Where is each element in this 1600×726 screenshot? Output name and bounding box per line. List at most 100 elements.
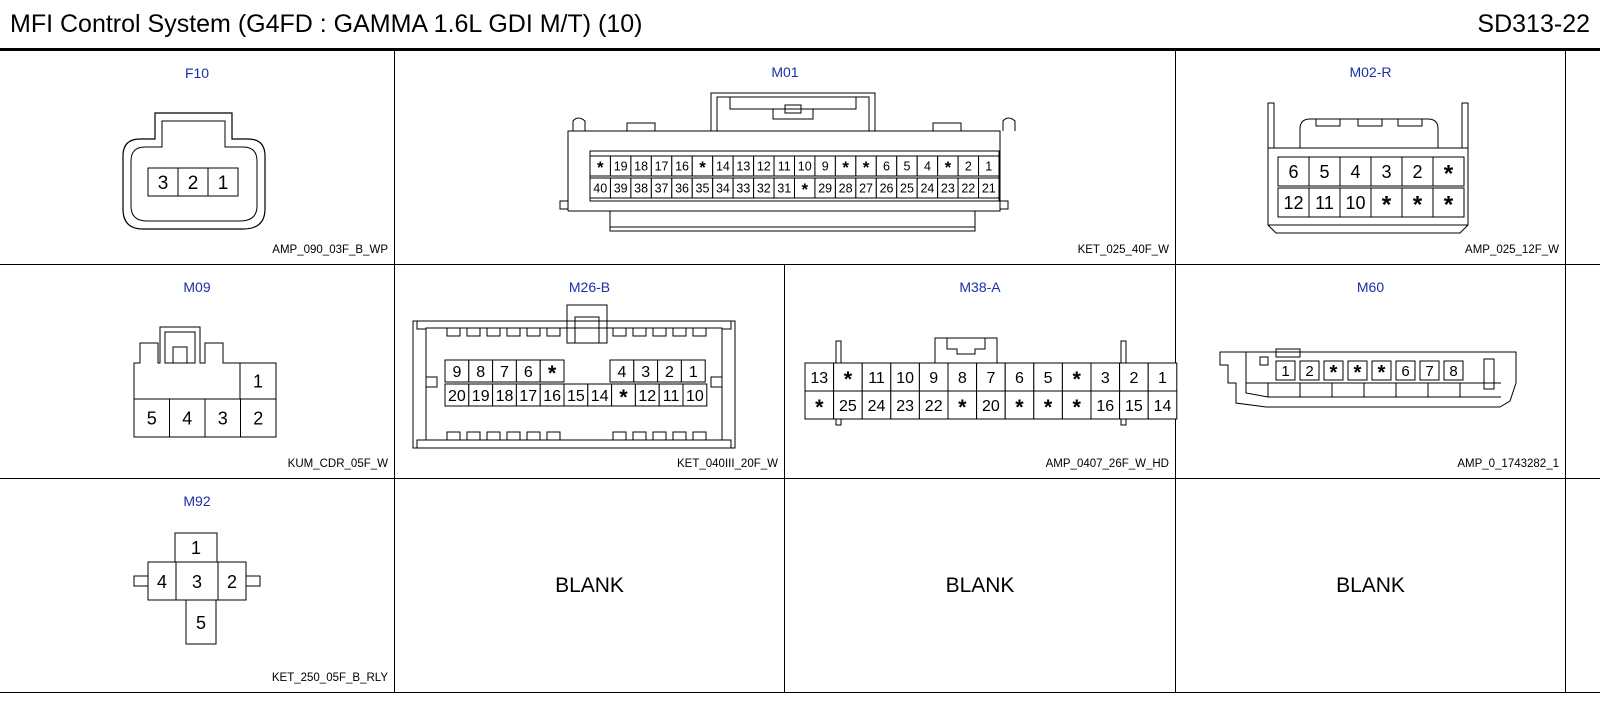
pin-cell bbox=[1299, 360, 1320, 381]
pin-label: * bbox=[1413, 191, 1423, 218]
pin-label: 8 bbox=[1449, 363, 1457, 380]
pin-cell bbox=[682, 383, 708, 407]
pin-label: 32 bbox=[757, 182, 771, 196]
pin-label: 2 bbox=[227, 572, 237, 592]
pin-label: 16 bbox=[675, 160, 689, 174]
pin-label: 19 bbox=[614, 160, 628, 174]
pin-label: 2 bbox=[253, 408, 263, 428]
pin-label: * bbox=[1444, 191, 1454, 218]
pin-cell bbox=[1347, 360, 1368, 381]
pin-label: * bbox=[863, 158, 870, 177]
latch-tab bbox=[546, 431, 561, 441]
pin-label: 5 bbox=[196, 613, 206, 633]
pin-label: 25 bbox=[839, 398, 857, 415]
pin-label: 2 bbox=[188, 173, 199, 194]
pin-cell bbox=[169, 398, 206, 438]
blank-label: BLANK bbox=[1336, 573, 1405, 597]
pin-label: * bbox=[548, 360, 557, 385]
latch-tab bbox=[526, 327, 541, 337]
latch-tab bbox=[486, 327, 501, 337]
pin-label: 1 bbox=[689, 364, 698, 381]
col-divider-2 bbox=[784, 265, 785, 692]
pin-cell bbox=[1004, 390, 1035, 420]
latch-tab bbox=[632, 431, 647, 441]
pin-label: 4 bbox=[157, 572, 167, 592]
pin-label: * bbox=[1330, 362, 1338, 384]
pin-label: 9 bbox=[452, 364, 461, 381]
blank-label: BLANK bbox=[555, 573, 624, 597]
pin-cell bbox=[1323, 360, 1344, 381]
latch-tab bbox=[652, 431, 667, 441]
pin-label: 7 bbox=[986, 370, 995, 387]
pin-cell bbox=[1090, 390, 1121, 420]
pin-label: 38 bbox=[634, 182, 648, 196]
pin-label: 3 bbox=[218, 408, 228, 428]
part-number: KET_040III_20F_W bbox=[677, 458, 778, 470]
latch-tab bbox=[612, 327, 627, 337]
pin-cell bbox=[978, 155, 1000, 177]
pin-label: 8 bbox=[476, 364, 485, 381]
pin-cell bbox=[240, 398, 277, 438]
pin-label: 37 bbox=[655, 182, 669, 196]
pin-label: 4 bbox=[924, 160, 931, 174]
pin-cell bbox=[1033, 362, 1063, 392]
pin-label: 2 bbox=[1305, 363, 1313, 380]
pin-label: 5 bbox=[1319, 162, 1329, 182]
pin-label: 24 bbox=[868, 398, 886, 415]
part-number: AMP_025_12F_W bbox=[1465, 244, 1559, 256]
pin-label: 5 bbox=[903, 160, 910, 174]
part-number: AMP_090_03F_B_WP bbox=[272, 244, 388, 256]
latch-tab bbox=[446, 327, 461, 337]
pin-label: 4 bbox=[182, 408, 192, 428]
pin-cell bbox=[1443, 360, 1464, 381]
connector-label: M09 bbox=[183, 279, 211, 295]
connector-label: M26-B bbox=[568, 279, 611, 295]
pin-label: 3 bbox=[158, 173, 169, 194]
connector-label: M02-R bbox=[1349, 64, 1392, 80]
pin-label: 11 bbox=[663, 388, 680, 405]
pin-cell bbox=[1277, 156, 1310, 187]
part-number: KET_250_05F_B_RLY bbox=[271, 672, 388, 684]
pin-label: 3 bbox=[192, 572, 202, 592]
pin-cell bbox=[1432, 187, 1465, 218]
page-title: MFI Control System (G4FD : GAMMA 1.6L GD… bbox=[10, 10, 643, 38]
latch-tab bbox=[466, 327, 481, 337]
pin-label: 14 bbox=[716, 160, 730, 174]
pin-label: 1 bbox=[191, 538, 201, 558]
diagram-header: MFI Control System (G4FD : GAMMA 1.6L GD… bbox=[0, 0, 1600, 48]
pin-label: 8 bbox=[958, 370, 967, 387]
pin-cell bbox=[833, 390, 863, 420]
pin-label: 5 bbox=[1044, 370, 1053, 387]
pin-cell bbox=[147, 167, 179, 197]
pin-label: 6 bbox=[1401, 363, 1409, 380]
pin-label: 10 bbox=[798, 160, 812, 174]
pin-label: * bbox=[842, 158, 849, 177]
latch-tab bbox=[692, 327, 707, 337]
pin-label: 10 bbox=[896, 370, 914, 387]
blank-cell-3: BLANK bbox=[1176, 479, 1565, 692]
pin-label: 6 bbox=[524, 364, 533, 381]
pin-label: 15 bbox=[567, 388, 585, 405]
pin-label: 4 bbox=[1350, 162, 1360, 182]
blank-label: BLANK bbox=[945, 573, 1015, 597]
pin-label: * bbox=[597, 158, 604, 177]
connector-m92-drawing: 1 4 3 2 5 bbox=[133, 532, 261, 645]
connector-cell-m92: M92 1 4 3 2 5 KET_250_05F_B_RLY bbox=[0, 479, 394, 692]
pin-label: 40 bbox=[593, 182, 607, 196]
pin-label: 6 bbox=[1015, 370, 1024, 387]
part-number: AMP_0407_26F_W_HD bbox=[1045, 458, 1169, 470]
connector-label: M92 bbox=[183, 493, 211, 509]
pin-cell bbox=[1033, 390, 1063, 420]
pin-label: 1 bbox=[253, 371, 263, 391]
pin-label: 3 bbox=[1381, 162, 1391, 182]
pin-label: 12 bbox=[1283, 193, 1303, 213]
pin-label: 16 bbox=[543, 388, 561, 405]
pin-label: 25 bbox=[900, 182, 914, 196]
pin-label: 10 bbox=[686, 388, 704, 405]
pin-label: * bbox=[1354, 362, 1362, 384]
pin-label: 22 bbox=[925, 398, 943, 415]
pin-cell bbox=[1339, 156, 1372, 187]
pin-label: 2 bbox=[665, 364, 674, 381]
